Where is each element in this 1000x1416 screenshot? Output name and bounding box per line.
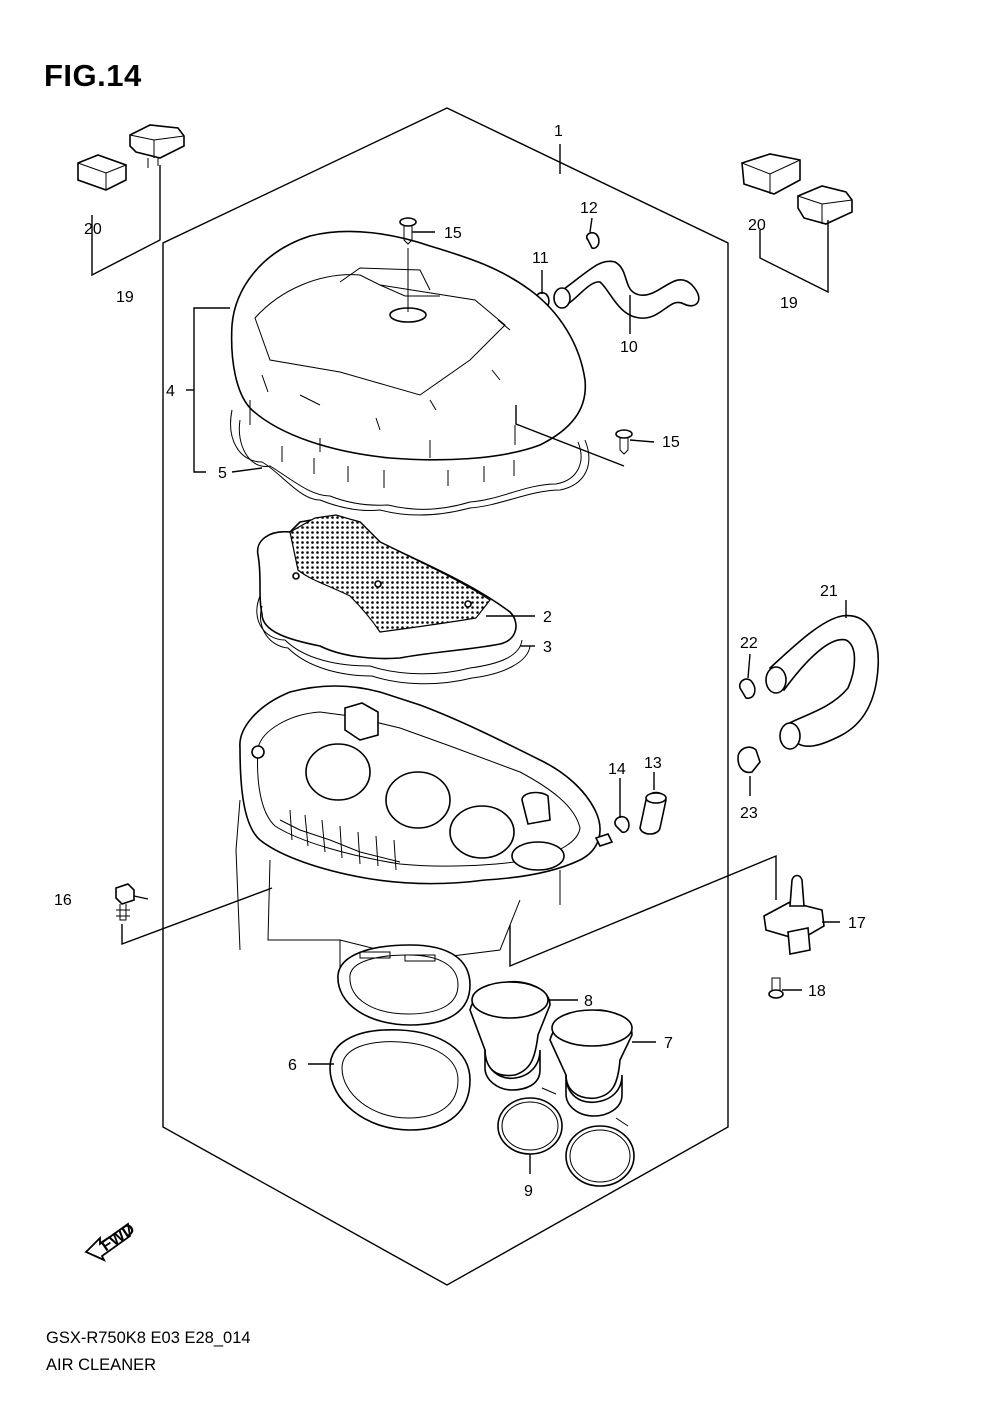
connector-right-icon [741,153,853,225]
fwd-label: FWD [98,1221,138,1255]
callout-20-right: 20 [748,217,766,234]
callout-13: 13 [644,755,662,772]
callout-15-top: 15 [444,225,462,242]
sensor-17-icon [763,874,825,955]
figure-name: AIR CLEANER [46,1356,157,1374]
callout-6: 6 [288,1057,297,1074]
callout-22: 22 [740,635,758,652]
screw-15-top-icon [399,217,417,245]
figure-title: FIG.14 [44,58,142,93]
cap-seal-icon [230,409,590,516]
filter-element-icon [256,514,531,685]
callout-1: 1 [554,123,563,140]
callout-5: 5 [218,465,227,482]
assembly-boundary [162,107,729,1286]
callout-18: 18 [808,983,826,1000]
clip-14-icon [614,815,630,834]
callout-11: 11 [532,250,549,267]
callout-8: 8 [584,993,593,1010]
callout-23: 23 [740,805,758,822]
callout-17: 17 [848,915,866,932]
callout-2: 2 [543,609,552,626]
inlet-seal-6-icon [337,944,471,1026]
callout-labels: 1 2 3 4 5 6 7 8 9 10 11 12 13 14 15 15 1… [54,123,866,1200]
callout-12: 12 [580,200,598,217]
callout-7: 7 [664,1035,673,1052]
callout-21: 21 [820,583,838,600]
leader-lines [133,144,847,1174]
air-cleaner-case-icon [235,685,614,970]
velocity-stack-8-icon [469,980,551,1091]
callout-3: 3 [543,639,552,656]
air-cleaner-cap-icon [230,230,587,461]
hose-10-icon [535,231,700,319]
screw-15-right-icon [615,429,633,455]
callout-10: 10 [620,339,638,356]
callout-4: 4 [166,383,175,400]
callout-19-left: 19 [116,289,134,306]
breather-hose-21-icon [737,614,880,774]
screw-18-icon [768,977,784,999]
figure-code: GSX-R750K8 E03 E28_014 [46,1329,251,1347]
callout-20-left: 20 [84,221,102,238]
callout-19-right: 19 [780,295,798,312]
callout-14: 14 [608,761,626,778]
connector-left-icon [77,124,185,191]
bolt-16-icon [115,883,135,921]
cap-13-icon [639,791,667,835]
callout-9: 9 [524,1183,533,1200]
inlet-seal-6b-icon [329,1029,471,1131]
forward-direction-arrow-icon: FWD [84,1221,138,1262]
callout-15-right: 15 [662,434,680,451]
callout-16: 16 [54,892,72,909]
velocity-stack-7-icon [549,1009,633,1117]
clamp-9-icon [497,1087,635,1187]
